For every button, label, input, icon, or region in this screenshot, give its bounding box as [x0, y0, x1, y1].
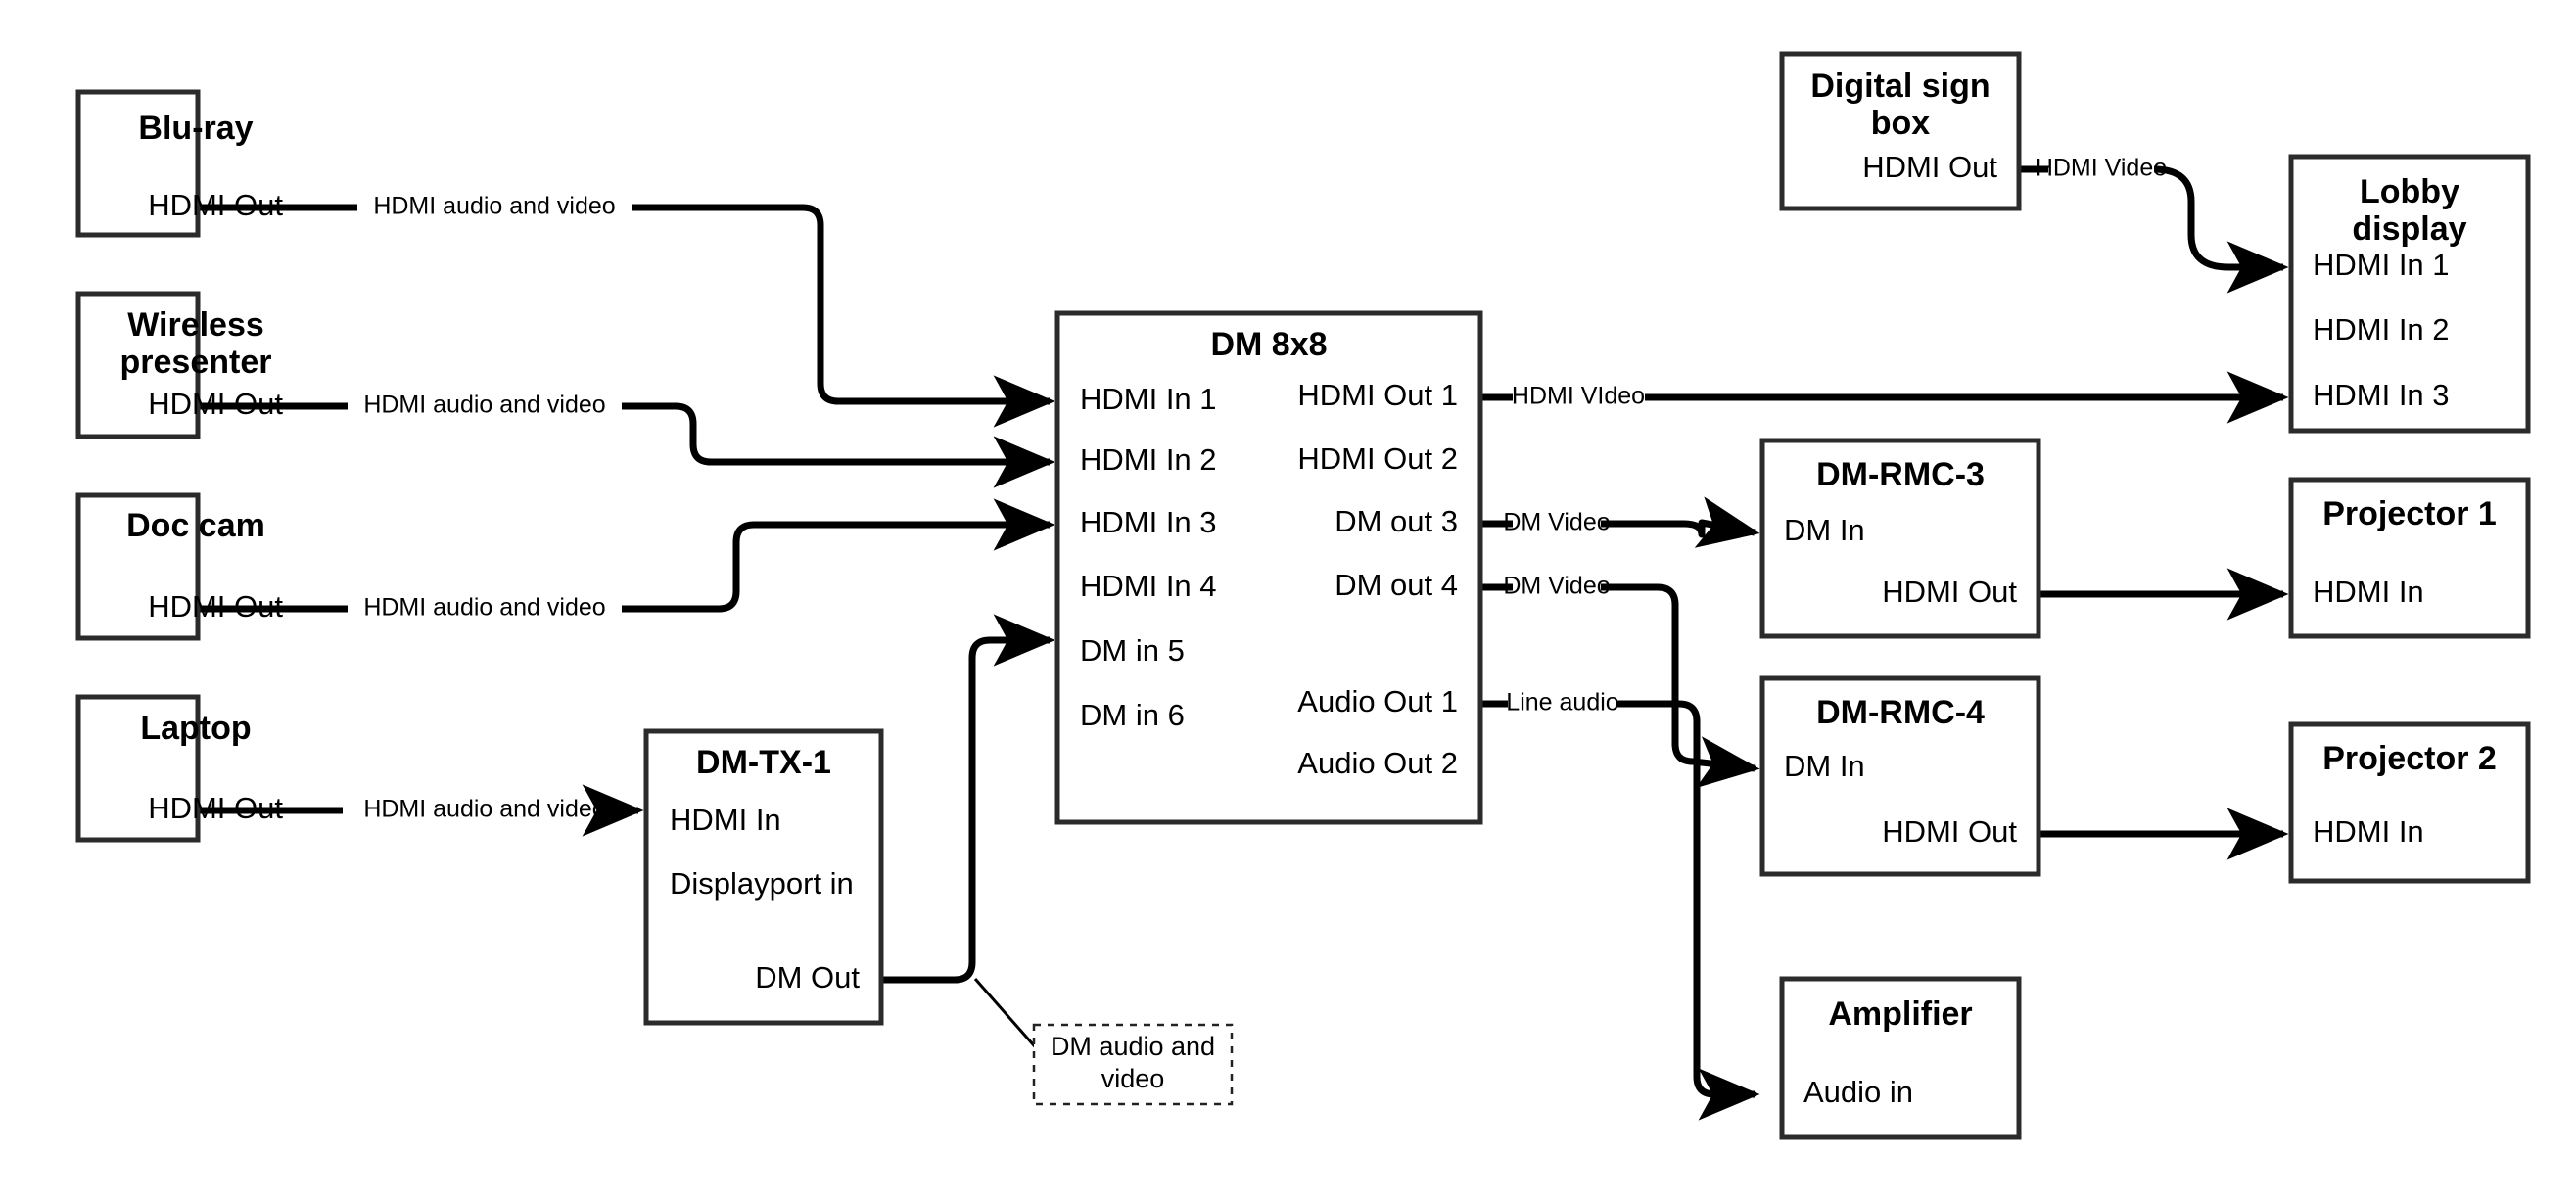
lobby-display-input-3: HDMI In 3 [2313, 378, 2450, 412]
doc-cam-title: Doc cam [126, 507, 265, 544]
digital-sign-title-line1: Digital sign [1810, 68, 1990, 105]
lobby-display-title-line1: Lobby [2360, 173, 2459, 210]
edge-doccam-to-dm-in3: HDMI audio and video [198, 525, 1050, 622]
edge-label-hdmi-video-lobby: HDMI VIdeo [1512, 383, 1645, 410]
edge-label-doccam: HDMI audio and video [363, 594, 605, 622]
wireless-presenter-title-line1: Wireless [127, 306, 264, 344]
dm-8x8-output-3: DM out 3 [1335, 504, 1458, 538]
edge-label-laptop: HDMI audio and video [363, 796, 605, 823]
edge-sign-to-lobby-in1: HDMI Video [2019, 155, 2283, 267]
dm-rmc-4-box[interactable] [1759, 675, 2041, 877]
edge-laptop-to-dmtx1: HDMI audio and video [198, 796, 638, 823]
edge-label-hdmi-video-sign: HDMI Video [2036, 155, 2167, 182]
dm-8x8-input-1: HDMI In 1 [1080, 382, 1217, 416]
wireless-presenter-title-line2: presenter [120, 344, 272, 381]
doc-cam-box[interactable] [75, 492, 201, 641]
dm-8x8-title: DM 8x8 [1210, 326, 1327, 363]
digital-sign-box[interactable] [1779, 51, 2022, 211]
edge-label-wireless: HDMI audio and video [363, 392, 605, 419]
edge-dm-out1-to-lobby-in3: HDMI VIdeo [1480, 383, 2283, 410]
dm-tx-1-box[interactable] [643, 728, 884, 1026]
bluray-title: Blu-ray [138, 110, 253, 147]
laptop-box[interactable] [75, 694, 201, 843]
dm-8x8-output-4: DM out 4 [1335, 568, 1458, 602]
node-laptop[interactable]: Laptop HDMI Out [75, 694, 283, 843]
dm-tx-1-port-dm-out: DM Out [755, 960, 860, 994]
projector-1-port-hdmi-in: HDMI In [2313, 575, 2424, 609]
projector-1-box[interactable] [2288, 477, 2531, 639]
lobby-display-input-1: HDMI In 1 [2313, 248, 2450, 282]
node-lobby-display[interactable]: Lobby display HDMI In 1 HDMI In 2 HDMI I… [2288, 154, 2531, 434]
node-dm-tx-1[interactable]: DM-TX-1 HDMI In Displayport in DM Out [643, 728, 884, 1026]
wireless-presenter-port-hdmi-out: HDMI Out [148, 387, 283, 421]
amplifier-port-audio-in: Audio in [1803, 1075, 1913, 1109]
edge-bluray-to-dm-in1: HDMI audio and video [198, 193, 1050, 401]
dm-8x8-box[interactable] [1054, 310, 1483, 825]
dm-tx-1-title: DM-TX-1 [696, 744, 831, 781]
edge-wireless-to-dm-in2: HDMI audio and video [198, 392, 1050, 462]
projector-2-port-hdmi-in: HDMI In [2313, 814, 2424, 849]
amplifier-box[interactable] [1779, 976, 2022, 1140]
dm-8x8-input-2: HDMI In 2 [1080, 442, 1217, 477]
edge-label-bluray: HDMI audio and video [373, 193, 615, 220]
edge-dmtx1-to-dm-in5 [881, 614, 1055, 1053]
dm-rmc-3-title: DM-RMC-3 [1816, 456, 1985, 493]
dm-8x8-input-6: DM in 6 [1080, 698, 1185, 732]
dm-rmc-4-port-dm-in: DM In [1784, 749, 1865, 783]
dm-tx-1-port-hdmi-in: HDMI In [670, 803, 781, 837]
laptop-title: Laptop [140, 710, 251, 747]
node-dm-rmc-4[interactable]: DM-RMC-4 DM In HDMI Out [1759, 675, 2041, 877]
doc-cam-port-hdmi-out: HDMI Out [148, 589, 283, 624]
edge-label-dm-video-3: DM Video [1503, 509, 1610, 536]
lobby-display-title-line2: display [2352, 210, 2466, 248]
node-doc-cam[interactable]: Doc cam HDMI Out [75, 492, 283, 641]
node-dm-8x8[interactable]: DM 8x8 HDMI In 1 HDMI In 2 HDMI In 3 HDM… [1054, 310, 1483, 825]
dm-8x8-input-4: HDMI In 4 [1080, 569, 1217, 603]
projector-1-title: Projector 1 [2322, 495, 2497, 532]
digital-sign-title-line2: box [1871, 105, 1931, 142]
dm-rmc-3-box[interactable] [1759, 438, 2041, 639]
dm-8x8-input-5: DM in 5 [1080, 633, 1185, 668]
node-digital-sign-box[interactable]: Digital sign box HDMI Out [1779, 51, 2022, 211]
note-dm-audio-and-video: DM audio and video [1032, 1023, 1234, 1106]
lobby-display-box[interactable] [2288, 154, 2531, 434]
dm-8x8-output-5: Audio Out 1 [1297, 684, 1458, 718]
amplifier-title: Amplifier [1828, 995, 1972, 1033]
edge-dm-out4-to-rmc4: DM Video [1480, 573, 1755, 768]
node-dm-rmc-3[interactable]: DM-RMC-3 DM In HDMI Out [1759, 438, 2041, 639]
wireless-presenter-box[interactable] [75, 291, 201, 439]
note-line-2: video [1101, 1064, 1165, 1093]
node-projector-1[interactable]: Projector 1 HDMI In [2288, 477, 2531, 639]
node-projector-2[interactable]: Projector 2 HDMI In [2288, 721, 2531, 884]
bluray-port-hdmi-out: HDMI Out [148, 188, 283, 222]
edge-label-dm-video-4: DM Video [1503, 573, 1610, 600]
note-box [1032, 1023, 1234, 1106]
dm-rmc-3-port-hdmi-out: HDMI Out [1882, 575, 2017, 609]
projector-2-box[interactable] [2288, 721, 2531, 884]
note-leader-line [973, 978, 1042, 1053]
dm-rmc-4-title: DM-RMC-4 [1816, 694, 1985, 731]
node-amplifier[interactable]: Amplifier Audio in [1779, 976, 2022, 1140]
dm-8x8-input-3: HDMI In 3 [1080, 505, 1217, 539]
node-bluray[interactable]: Blu-ray HDMI Out [75, 89, 283, 238]
edge-dm-out3-to-rmc3: DM Video [1480, 509, 1755, 536]
lobby-display-input-2: HDMI In 2 [2313, 312, 2450, 346]
laptop-port-hdmi-out: HDMI Out [148, 791, 283, 825]
note-line-1: DM audio and [1051, 1032, 1215, 1061]
bluray-box[interactable] [75, 89, 201, 238]
dm-rmc-4-port-hdmi-out: HDMI Out [1882, 814, 2017, 849]
dm-rmc-3-port-dm-in: DM In [1784, 513, 1865, 547]
edge-label-line-audio: Line audio [1506, 689, 1618, 716]
projector-2-title: Projector 2 [2322, 740, 2497, 777]
digital-sign-port-hdmi-out: HDMI Out [1862, 150, 1997, 184]
dm-8x8-output-6: Audio Out 2 [1297, 746, 1458, 780]
edge-audio-out1-to-amplifier: Line audio [1480, 689, 1755, 1094]
node-wireless-presenter[interactable]: Wireless presenter HDMI Out [75, 291, 283, 439]
dm-tx-1-port-displayport-in: Displayport in [670, 866, 854, 901]
dm-8x8-output-2: HDMI Out 2 [1297, 441, 1458, 476]
dm-8x8-output-1: HDMI Out 1 [1297, 378, 1458, 412]
